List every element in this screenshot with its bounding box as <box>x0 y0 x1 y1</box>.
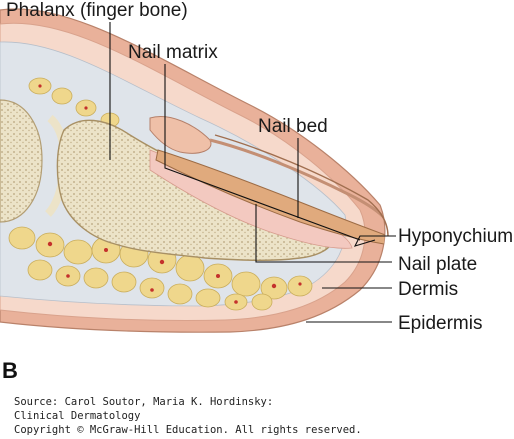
label-phalanx: Phalanx (finger bone) <box>6 0 188 21</box>
nail-matrix-leader <box>164 64 361 241</box>
label-epidermis: Epidermis <box>398 313 482 334</box>
label-nail-plate: Nail plate <box>398 254 477 275</box>
label-nail-matrix: Nail matrix <box>128 42 218 63</box>
label-dermis: Dermis <box>398 279 458 300</box>
finger-cross-section <box>0 8 389 333</box>
panel-letter: B <box>2 358 18 383</box>
source-line-2: Clinical Dermatology <box>14 410 141 422</box>
blood-vessels <box>38 84 302 304</box>
nail-plate-leader <box>255 204 392 263</box>
label-hyponychium: Hyponychium <box>398 226 513 247</box>
source-line-3: Copyright © McGraw-Hill Education. All r… <box>14 424 362 436</box>
source-line-1: Source: Carol Soutor, Maria K. Hordinsky… <box>14 396 274 408</box>
middle-phalanx-head <box>0 99 43 223</box>
leader-lines <box>109 22 396 323</box>
hyponychium-leader <box>353 235 396 247</box>
label-nail-bed: Nail bed <box>258 116 328 137</box>
